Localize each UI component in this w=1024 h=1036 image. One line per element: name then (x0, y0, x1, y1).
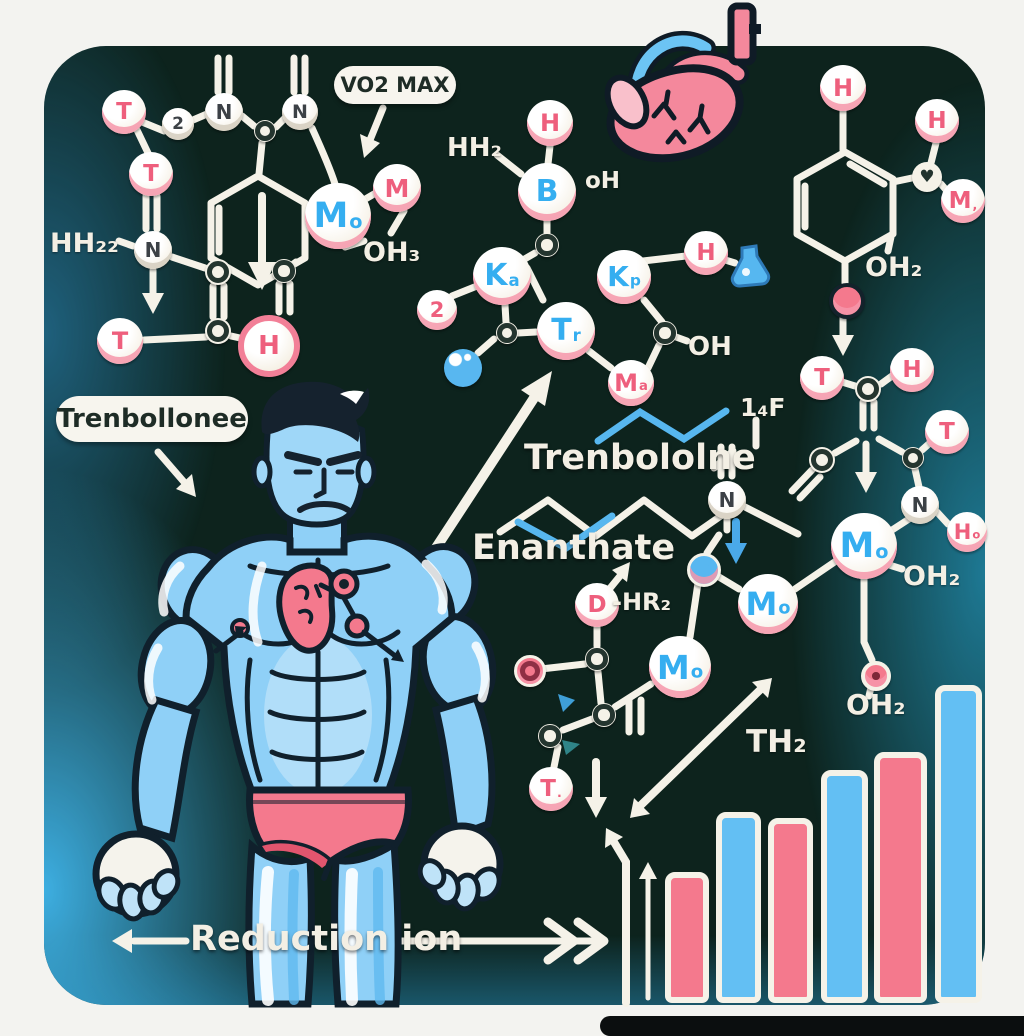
anatomical-heart-icon (604, 2, 761, 163)
chart-axis (605, 828, 657, 1007)
label-hh2: HH₂ (447, 133, 502, 163)
chart-bar-3 (768, 818, 813, 1003)
node-r (902, 447, 924, 469)
vo2max-callout: VO2 MAX (334, 66, 456, 104)
right-fist-icon (417, 822, 504, 912)
label-hh22: HH₂₂ (50, 228, 119, 259)
bottom-black-bar (600, 1016, 1024, 1036)
atom-D: D (575, 583, 619, 627)
atom-H: H (915, 99, 959, 143)
label-th2: TH₂ (746, 724, 807, 760)
bonds-lower-middle (537, 443, 840, 771)
node-sp (829, 283, 865, 319)
node-cn (861, 661, 891, 691)
atom-H: H (890, 348, 934, 392)
atom-H: H (527, 100, 573, 146)
atom-H: H (820, 65, 866, 111)
chart-bar-6 (935, 685, 982, 1003)
label-oh2_rmid: OH₂ (903, 561, 961, 592)
atom-2: 2 (417, 290, 457, 330)
blue-zigzag-upper (594, 407, 730, 445)
label-oh_small: oH (585, 168, 621, 194)
atom-N: N (708, 481, 746, 519)
atom-H: H (238, 315, 300, 377)
node-r (535, 233, 559, 257)
node-sb (444, 349, 482, 387)
label-f1: 1₄F (740, 393, 786, 422)
trenbolone-heading-line1: Trenbololne (524, 438, 756, 478)
trenbolone-heading-line2: Enanthate (472, 528, 676, 568)
atom-T: T (97, 318, 143, 364)
node-r (653, 321, 677, 345)
chest-heart-molecule (213, 562, 404, 662)
label-oh2_chart: OH₂ (846, 688, 906, 721)
node-heart: ♥ (912, 162, 942, 192)
atom-N: N (282, 94, 318, 130)
node-r (496, 322, 518, 344)
node-r (254, 120, 276, 142)
atom-T: T. (529, 767, 573, 811)
flask-icon (730, 244, 771, 288)
atom-T: T (102, 90, 146, 134)
atom-B: B (518, 163, 576, 221)
atom-N: N (205, 93, 243, 131)
blue-arrows (558, 518, 747, 755)
node-r (538, 724, 562, 748)
reduction-arrows (112, 917, 609, 965)
atom-T: T (925, 410, 969, 454)
label-oh2_right: OH₂ (865, 252, 923, 283)
atom-N: N (134, 231, 172, 269)
node-r (592, 703, 616, 727)
blue-zigzag-lower (514, 512, 616, 553)
bonds-right-middle (710, 372, 952, 700)
label-oh_mid: OH (688, 332, 732, 362)
node-rb (687, 553, 721, 587)
node-r (205, 259, 231, 285)
node-r (272, 259, 296, 283)
node-rp (514, 655, 546, 687)
node-r (205, 318, 231, 344)
atom-M: M, (941, 179, 985, 223)
muscular-figure (92, 381, 504, 1008)
node-r (585, 647, 609, 671)
chart-bar-1 (665, 872, 709, 1003)
atom-H: H (684, 231, 728, 275)
atom-T: T (800, 356, 844, 400)
node-r (809, 447, 835, 473)
trenbolone-callout: Trenbollonee (56, 396, 248, 442)
atom-2: 2 (162, 108, 194, 140)
reduction-ion-label: Reduction ion (190, 919, 463, 959)
atom-T: T (129, 152, 173, 196)
chart-bar-5 (874, 752, 927, 1003)
chart-bar-2 (716, 812, 761, 1003)
bonds-top-left (115, 54, 408, 344)
chart-bar-4 (821, 770, 868, 1003)
label-hr2: -HR₂ (612, 588, 672, 616)
atom-M: M (373, 164, 421, 212)
node-r (855, 376, 881, 402)
label-oh3: OH₃ (363, 237, 421, 268)
atom-N: N (901, 486, 939, 524)
white-zigzag (496, 496, 742, 540)
left-fist-icon (92, 830, 181, 922)
